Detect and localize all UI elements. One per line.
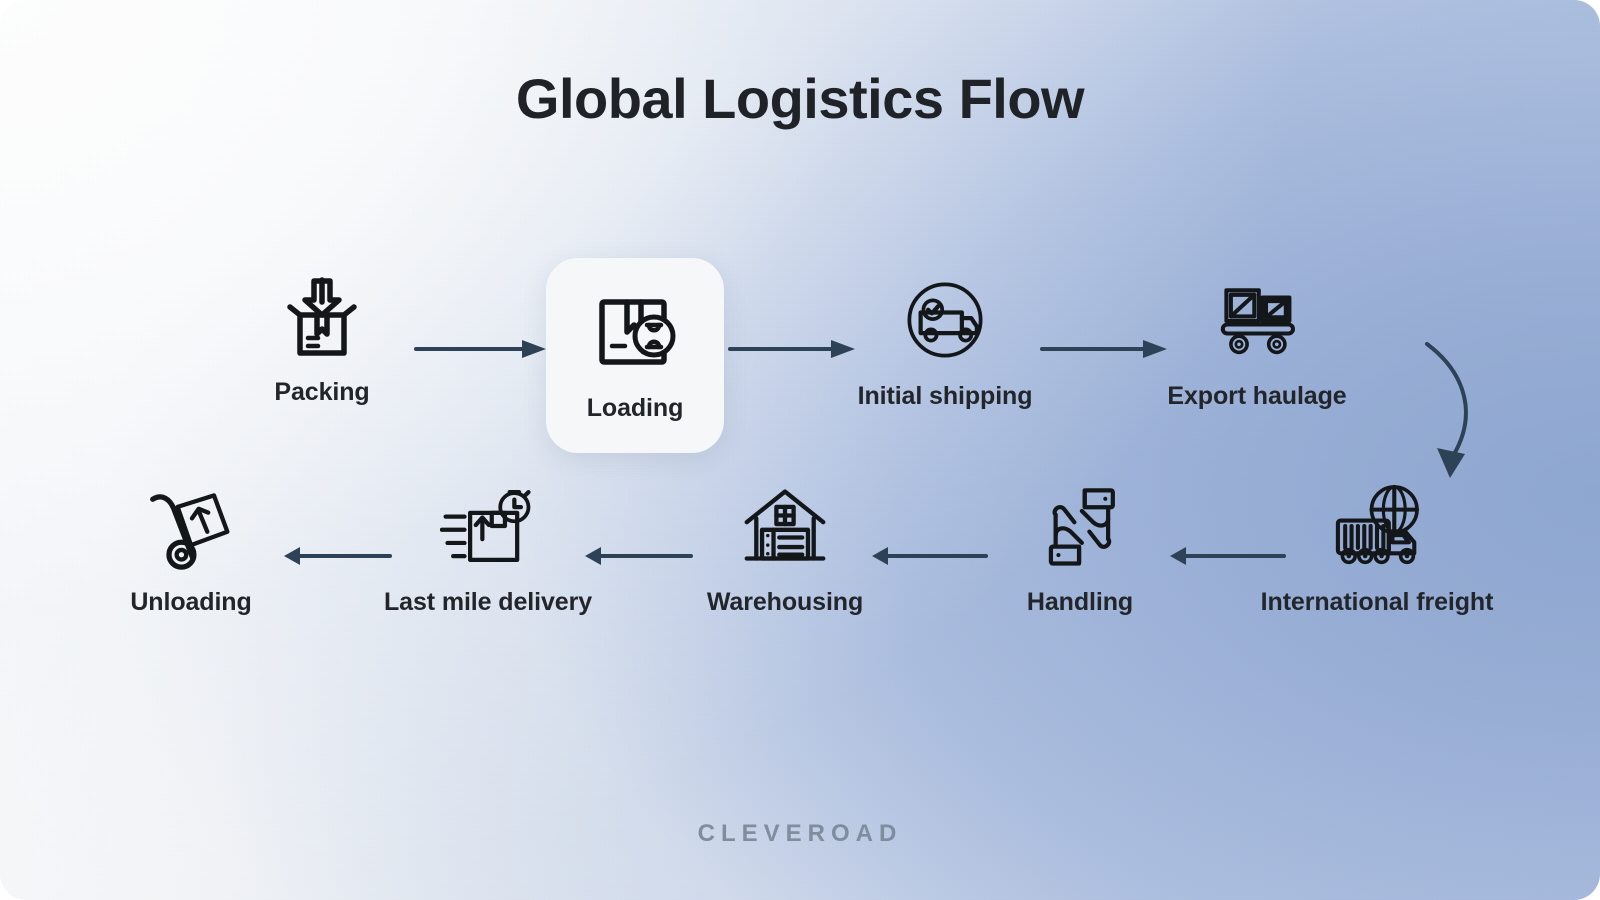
box-speed-timer-icon (440, 478, 536, 574)
flow-node-label: Last mile delivery (383, 588, 593, 616)
flow-node-label: International freight (1260, 588, 1494, 616)
arrow-international-freight-to-handling (1168, 543, 1286, 569)
crates-on-cart-icon (1212, 272, 1302, 368)
flow-node-label: Warehousing (706, 588, 864, 616)
warehouse-icon (739, 478, 831, 574)
brand-wordmark: CLEVEROAD (697, 820, 903, 847)
flow-node-label: Loading (586, 394, 684, 422)
flow-node-label: Export haulage (1167, 382, 1347, 410)
handling-hands-icon (1034, 478, 1126, 574)
flow-node-label: Handling (1026, 588, 1134, 616)
flow-node-handling[interactable]: Handling (985, 478, 1175, 617)
flow-node-packing[interactable]: Packing (222, 268, 422, 407)
arrow-handling-to-warehousing (870, 543, 988, 569)
flow-node-export-haulage[interactable]: Export haulage (1157, 272, 1357, 411)
flow-node-warehousing[interactable]: Warehousing (690, 478, 880, 617)
page-title: Global Logistics Flow (515, 67, 1085, 130)
flow-node-unloading[interactable]: Unloading (98, 478, 284, 617)
hand-truck-box-icon (144, 478, 238, 574)
cargo-truck-globe-icon (1327, 478, 1427, 574)
box-with-down-arrow-icon (274, 268, 370, 364)
flow-node-initial-shipping[interactable]: Initial shipping (845, 272, 1045, 411)
flow-node-loading[interactable]: Loading (546, 258, 724, 453)
arrow-export-haulage-to-international-freight (1405, 330, 1515, 490)
arrow-loading-to-initial-shipping (728, 336, 858, 362)
arrow-warehousing-to-last-mile-delivery (583, 543, 693, 569)
flow-node-international-freight[interactable]: International freight (1248, 478, 1506, 617)
arrow-initial-shipping-to-export-haulage (1040, 336, 1170, 362)
box-with-hourglass-icon (587, 284, 683, 380)
flow-node-label: Packing (274, 378, 370, 406)
flow-node-last-mile-delivery[interactable]: Last mile delivery (378, 478, 598, 617)
arrow-last-mile-delivery-to-unloading (282, 543, 392, 569)
flow-node-label: Unloading (130, 588, 252, 616)
flow-node-label: Initial shipping (857, 382, 1033, 410)
arrow-packing-to-loading (414, 336, 549, 362)
delivery-truck-check-icon (900, 272, 990, 368)
